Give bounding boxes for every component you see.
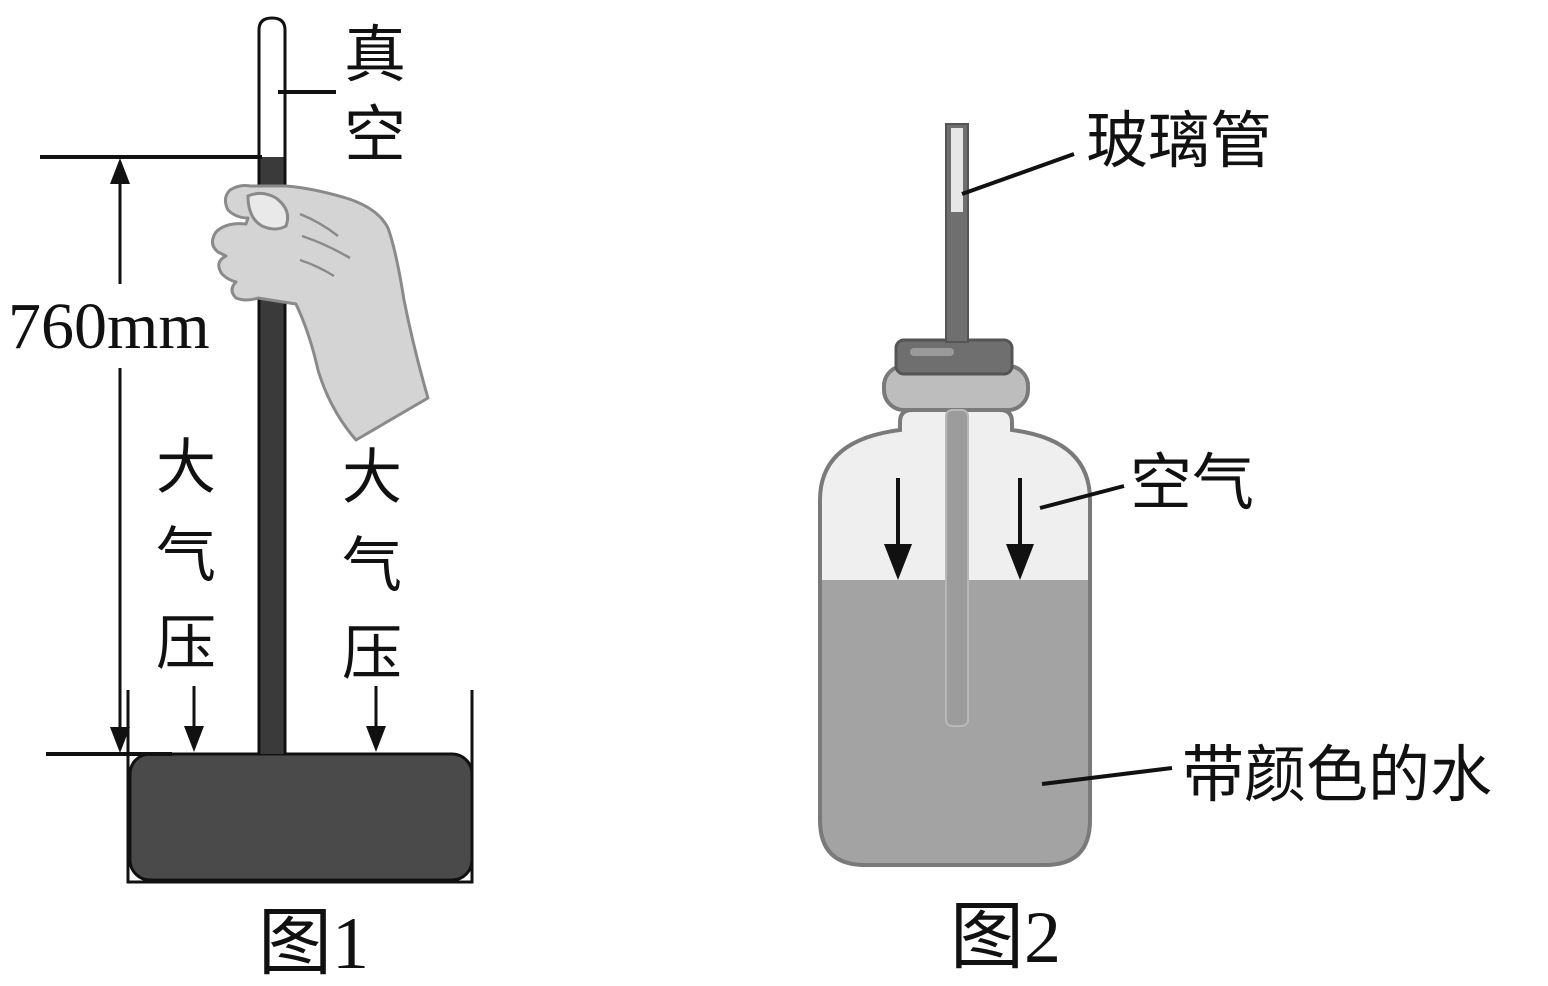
glass-tube-inside — [945, 409, 969, 727]
pressure-left-3: 压 — [156, 609, 216, 679]
height-label: 760mm — [8, 290, 210, 363]
figure-1: 真 空 760mm 大 气 压 大 气 压 图1 — [8, 16, 474, 985]
figure-2: 玻璃管 空气 带颜色的水 图2 — [818, 104, 1492, 979]
pressure-right-3: 压 — [342, 619, 402, 689]
pressure-arrow-left-head — [184, 726, 204, 752]
pressure-arrow-right-head — [366, 726, 386, 752]
hand-icon — [211, 184, 430, 442]
tube-label: 玻璃管 — [1086, 104, 1272, 177]
dimension-arrow-up — [110, 158, 130, 184]
figure-1-caption: 图1 — [258, 903, 369, 985]
vacuum-label-1: 真 — [344, 18, 406, 91]
trough-mercury — [128, 752, 474, 882]
glass-tube-top-empty — [951, 128, 963, 212]
figure-2-caption: 图2 — [950, 897, 1061, 979]
mercury-column — [260, 157, 284, 754]
pressure-right-2: 气 — [342, 531, 402, 601]
air-arrow-left-head — [884, 544, 912, 580]
stopper-highlight — [910, 348, 954, 356]
bottle-stopper — [894, 338, 1014, 376]
vacuum-label-2: 空 — [344, 98, 406, 171]
water-label: 带颜色的水 — [1182, 738, 1492, 811]
tube-leader-line — [961, 152, 1075, 196]
pressure-right-1: 大 — [342, 443, 402, 513]
pressure-left-2: 气 — [156, 521, 216, 591]
pressure-left-1: 大 — [156, 433, 216, 503]
dimension-arrow-down — [110, 727, 130, 753]
water-leader-line — [1041, 766, 1173, 786]
air-leader-line — [1039, 484, 1125, 510]
air-label: 空气 — [1130, 446, 1254, 519]
air-arrow-right-head — [1006, 544, 1034, 580]
